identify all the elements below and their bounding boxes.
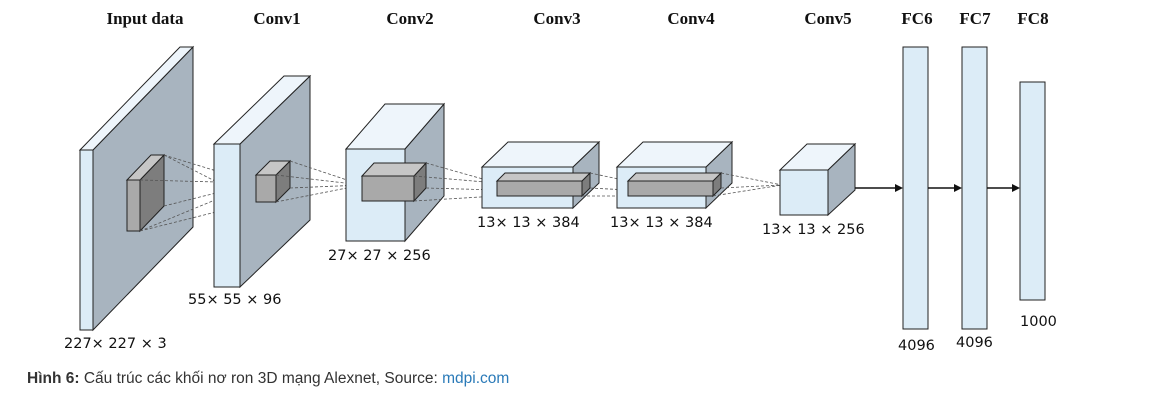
caption-text: Cấu trúc các khối nơ ron 3D mạng Alexnet… <box>83 370 381 387</box>
fc7-title: FC7 <box>959 9 991 28</box>
conv5-block <box>778 142 857 217</box>
fc6-title: FC6 <box>901 9 932 28</box>
arrow-fc7-fc8 <box>987 184 1020 192</box>
fc8-size: 1000 <box>1020 314 1057 330</box>
fc8-bar <box>1019 81 1046 301</box>
fc7-bar <box>961 46 988 330</box>
figure-caption: Hình 6: Cấu trúc các khối nơ ron 3D mạng… <box>27 370 509 388</box>
input-data-block <box>78 45 195 332</box>
arrow-fc6-fc7 <box>928 184 962 192</box>
fc7-size: 4096 <box>956 335 993 351</box>
conv3-size: 13× 13 × 384 <box>477 215 580 231</box>
conv5-size: 13× 13 × 256 <box>762 222 865 238</box>
projection-lines-conv4-conv5 <box>712 172 783 197</box>
arrow-conv5-fc6 <box>855 184 903 192</box>
conv4-title: Conv4 <box>667 9 715 28</box>
conv4-size: 13× 13 × 384 <box>610 215 713 231</box>
conv1-title: Conv1 <box>253 9 300 28</box>
fc6-size: 4096 <box>898 338 935 354</box>
source-prefix: Source: <box>384 370 438 387</box>
input-data-size: 227× 227 × 3 <box>64 336 167 352</box>
conv3-title: Conv3 <box>533 9 580 28</box>
conv2-block <box>344 102 446 243</box>
conv4-block <box>615 140 734 210</box>
input-data-title: Input data <box>106 9 184 28</box>
conv3-block <box>480 140 601 210</box>
conv1-size: 55× 55 × 96 <box>188 292 281 308</box>
conv1-block <box>212 74 312 289</box>
source-link[interactable]: mdpi.com <box>442 370 510 387</box>
conv2-size: 27× 27 × 256 <box>328 248 431 264</box>
conv2-title: Conv2 <box>386 9 433 28</box>
alexnet-diagram: Input data Conv1 Conv2 Conv3 Conv4 Conv5… <box>64 9 1057 354</box>
fc6-bar <box>902 46 929 330</box>
figure-label: Hình 6: <box>27 370 80 387</box>
fc8-title: FC8 <box>1017 9 1048 28</box>
conv5-title: Conv5 <box>804 9 851 28</box>
